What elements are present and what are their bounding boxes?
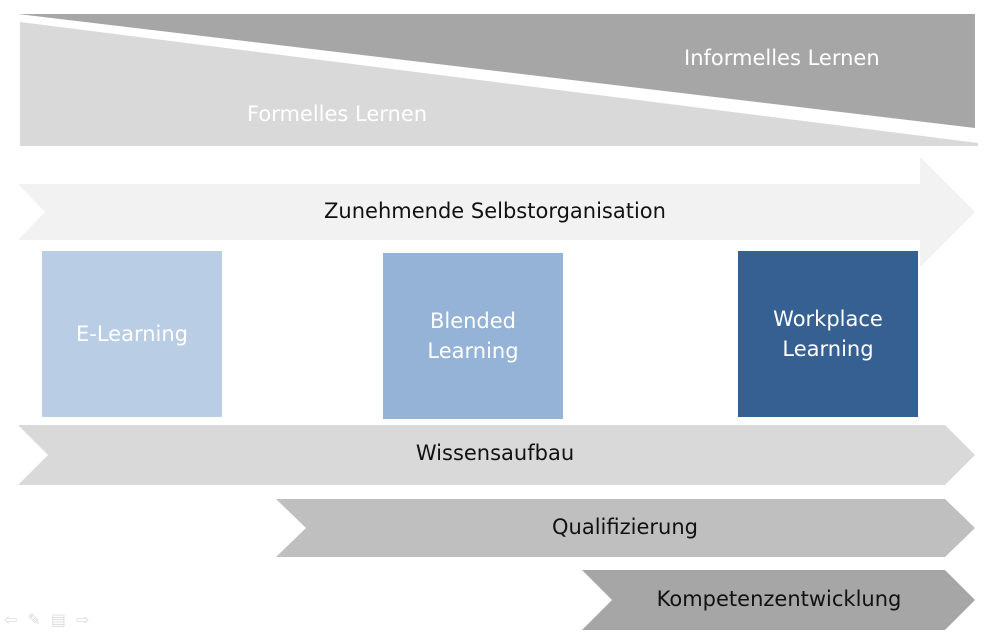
workplace-learning-label: Workplace Learning [773,307,883,361]
qualification-arrow [276,499,975,557]
informal-learning-wedge [18,14,975,128]
self-organisation-arrow [18,157,975,267]
competence-arrow [582,570,975,630]
knowledge-label: Wissensaufbau [415,441,575,465]
menu-icon[interactable]: ▤ [50,610,66,629]
knowledge-arrow [18,425,975,485]
elearning-label: E-Learning [75,322,188,346]
blended-learning-box: Blended Learning [383,253,563,419]
qualification-label: Qualifizierung [552,515,698,539]
formal-learning-label: Formelles Lernen [247,102,428,126]
arrow-right-icon[interactable]: ⇨ [75,610,90,629]
pen-icon[interactable]: ✎ [27,610,41,629]
competence-label: Kompetenzentwicklung [656,587,902,611]
self-organisation-label: Zunehmende Selbstorganisation [324,199,666,223]
formal-learning-wedge [20,22,978,146]
informal-learning-label: Informelles Lernen [684,46,880,70]
slideshow-nav: ⇦ ✎ ▤ ⇨ [4,610,89,629]
arrow-left-icon[interactable]: ⇦ [4,610,18,629]
elearning-box: E-Learning [42,251,222,417]
workplace-learning-box: Workplace Learning [738,251,918,417]
blended-learning-label: Blended Learning [427,309,519,363]
